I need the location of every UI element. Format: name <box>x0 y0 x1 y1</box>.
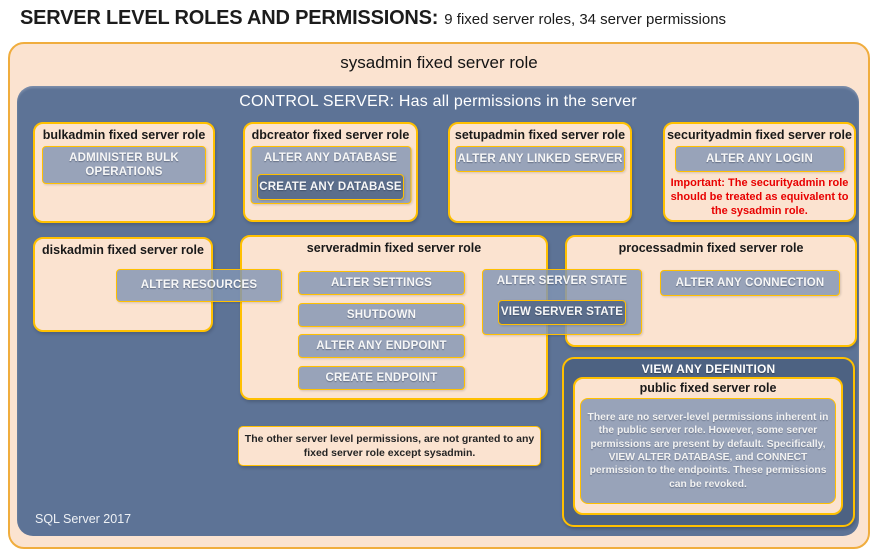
sysadmin-role-label: sysadmin fixed server role <box>340 53 538 72</box>
permission-create-any-database: CREATE ANY DATABASE <box>257 174 404 200</box>
permission-shutdown: SHUTDOWN <box>298 303 465 327</box>
role-title-public: public fixed server role <box>639 381 777 395</box>
role-title-serveradmin: serveradmin fixed server role <box>306 241 482 255</box>
view-any-definition-box: VIEW ANY DEFINITION public fixed server … <box>562 357 855 527</box>
control-server-label: CONTROL SERVER: Has all permissions in t… <box>239 93 637 110</box>
other-permissions-note: The other server level permissions, are … <box>238 426 541 466</box>
role-title-bulkadmin: bulkadmin fixed server role <box>42 128 206 142</box>
permission-alter-server-state: ALTER SERVER STATE VIEW SERVER STATE <box>482 269 642 335</box>
role-title-setupadmin: setupadmin fixed server role <box>454 128 626 142</box>
public-role-description: There are no server-level permissions in… <box>580 398 836 504</box>
role-box-setupadmin: setupadmin fixed server role ALTER ANY L… <box>448 122 632 223</box>
role-box-bulkadmin: bulkadmin fixed server role ADMINISTER B… <box>33 122 215 223</box>
role-title-dbcreator: dbcreator fixed server role <box>251 128 410 142</box>
role-box-dbcreator: dbcreator fixed server role ALTER ANY DA… <box>243 122 418 222</box>
page-title-main: SERVER LEVEL ROLES AND PERMISSIONS: <box>20 7 439 29</box>
securityadmin-warning-text: Important: The securityadmin role should… <box>670 177 849 217</box>
role-box-serveradmin: serveradmin fixed server role ALTER SETT… <box>240 235 548 400</box>
permission-administer-bulk-operations: ADMINISTER BULK OPERATIONS <box>42 146 206 184</box>
permission-alter-settings: ALTER SETTINGS <box>298 271 465 295</box>
role-title-securityadmin: securityadmin fixed server role <box>667 128 852 142</box>
permission-view-any-definition: VIEW ANY DEFINITION <box>641 362 776 376</box>
permission-view-server-state: VIEW SERVER STATE <box>498 300 626 325</box>
role-title-processadmin: processadmin fixed server role <box>618 241 804 255</box>
permission-alter-any-endpoint: ALTER ANY ENDPOINT <box>298 334 465 358</box>
permission-alter-resources: ALTER RESOURCES <box>116 269 282 302</box>
sql-server-version-label: SQL Server 2017 <box>35 512 132 526</box>
permission-alter-any-connection: ALTER ANY CONNECTION <box>660 270 840 296</box>
role-box-securityadmin: securityadmin fixed server role ALTER AN… <box>663 122 856 222</box>
page-title: SERVER LEVEL ROLES AND PERMISSIONS: 9 fix… <box>20 7 726 30</box>
permission-create-endpoint: CREATE ENDPOINT <box>298 366 465 390</box>
role-title-diskadmin: diskadmin fixed server role <box>42 243 204 257</box>
permission-alter-server-state-label: ALTER SERVER STATE <box>496 275 628 287</box>
permission-alter-any-login: ALTER ANY LOGIN <box>674 146 845 172</box>
permission-alter-any-database-label: ALTER ANY DATABASE <box>263 152 398 164</box>
page-title-subtitle: 9 fixed server roles, 34 server permissi… <box>444 11 727 28</box>
role-box-public: public fixed server role There are no se… <box>573 377 843 515</box>
permission-alter-any-database: ALTER ANY DATABASE CREATE ANY DATABASE <box>250 146 411 204</box>
permission-alter-any-linked-server: ALTER ANY LINKED SERVER <box>455 146 625 172</box>
